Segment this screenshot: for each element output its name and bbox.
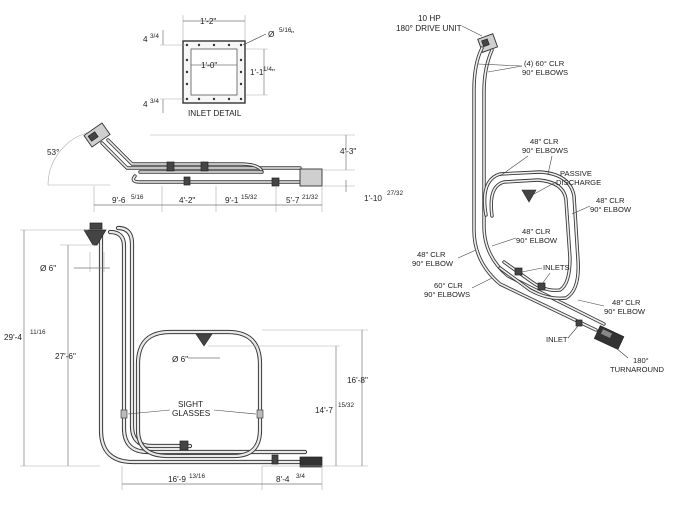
side-dim-c-frac: 15/32	[241, 194, 257, 201]
inlet-bolt-holes	[185, 43, 243, 101]
side-dim-d-frac: 21/32	[302, 194, 318, 201]
iso-elbow48-right-label-2: 90° ELBOW	[590, 205, 632, 214]
iso-elbow48-lower-right-label-1: 48" CLR	[612, 298, 641, 307]
front-inlet-hopper	[83, 229, 107, 246]
front-loop-discharge	[195, 333, 213, 347]
iso-drive-label-1: 10 HP	[418, 14, 441, 23]
inlet-left-bottom-frac: 3/4	[150, 98, 159, 105]
iso-elbows60-lower-label-1: 60° CLR	[434, 281, 463, 290]
side-view: 53° 4'-3" 1'-10 27/32	[47, 122, 403, 212]
iso-inlet-fitting-2	[537, 282, 546, 291]
side-turnaround	[299, 168, 323, 187]
sight-glass-right	[256, 409, 264, 419]
iso-passive-discharge	[521, 189, 537, 203]
iso-elbow48-lower-right-label-2: 90° ELBOW	[604, 307, 646, 316]
iso-elbow48-left-label-1: 48" CLR	[417, 250, 446, 259]
front-view: 29'-4 11/16 27'-6" Ø 6" Ø 6" 16'-8" 14'-…	[4, 222, 368, 490]
inlet-hole-dia: Ø	[268, 30, 275, 39]
inlet-left-bottom: 4	[143, 100, 148, 109]
inlet-opening	[190, 48, 238, 96]
side-dim-b: 4'-2"	[179, 196, 195, 205]
iso-inlet-fitting-3	[575, 319, 583, 327]
side-drop: 1'-10	[364, 194, 382, 203]
iso-turnaround-label-1: 180°	[633, 356, 649, 365]
inlet-detail: 1'-2" 1'-0" 1'-1 1/4 " 4 3/4 4 3/4 Ø 5/1…	[143, 15, 294, 118]
iso-drive-label-2: 180° DRIVE UNIT	[396, 24, 462, 33]
sight-glass-left	[120, 409, 128, 419]
front-bottom-width-b: 8'-4	[276, 475, 290, 484]
inlet-detail-title: INLET DETAIL	[188, 109, 242, 118]
front-pipe-dia-loop: Ø 6"	[172, 355, 188, 364]
iso-elbow48-mid-label-2: 90° ELBOW	[516, 236, 558, 245]
sight-glasses-label-2: GLASSES	[172, 409, 211, 418]
inlet-left-top: 4	[143, 35, 148, 44]
iso-elbows60-label-1: (4) 60° CLR	[524, 59, 565, 68]
iso-elbows60-label-2: 90° ELBOWS	[522, 68, 568, 77]
inlet-height-right-frac: 1/4	[263, 66, 272, 73]
front-loop-height-outer: 16'-8"	[347, 376, 368, 385]
front-turnaround	[299, 456, 323, 468]
inlet-height-right-unit: "	[272, 68, 275, 77]
iso-elbows60-lower-label-2: 90° ELBOWS	[424, 290, 470, 299]
inlet-height-right: 1'-1	[250, 68, 264, 77]
iso-passive-label-2: DISCHARGE	[556, 178, 601, 187]
side-height: 4'-3"	[340, 147, 356, 156]
iso-inlet-label: INLET	[546, 335, 568, 344]
inlet-hole-unit: "	[291, 30, 294, 39]
inlet-width-outer: 1'-2"	[200, 17, 216, 26]
side-dim-c: 9'-1	[225, 196, 239, 205]
side-dim-a: 9'-6	[112, 196, 126, 205]
inlet-hole-frac: 5/16	[279, 27, 292, 34]
side-dim-a-frac: 5/16	[131, 194, 144, 201]
iso-elbow48-mid-label-1: 48" CLR	[522, 227, 551, 236]
iso-turnaround-label-2: TURNAROUND	[610, 365, 665, 374]
front-loop	[135, 329, 263, 459]
side-drop-frac: 27/32	[387, 190, 403, 197]
front-overall-height-frac: 11/16	[30, 329, 46, 336]
iso-inlets-label: INLETS	[543, 263, 570, 272]
sight-glasses-label-1: SIGHT	[178, 400, 203, 409]
side-dim-d: 5'-7	[286, 196, 300, 205]
front-loop-height-inner: 14'-7	[315, 406, 333, 415]
iso-view: 10 HP 180° DRIVE UNIT (4) 60° CLR 90° EL…	[396, 14, 665, 374]
front-loop-height-inner-frac: 15/32	[338, 402, 354, 409]
iso-elbow48-right-label-1: 48" CLR	[596, 196, 625, 205]
front-pipe-dia-left: Ø 6"	[40, 264, 56, 273]
front-inner-height: 27'-6"	[55, 352, 76, 361]
iso-passive-label-1: PASSIVE	[560, 169, 592, 178]
front-overall-height: 29'-4	[4, 333, 22, 342]
front-bottom-width-b-frac: 3/4	[296, 473, 305, 480]
inlet-width-inner: 1'-0"	[201, 61, 217, 70]
iso-elbows48-top-label-2: 90° ELBOWS	[522, 146, 568, 155]
iso-elbows48-top-label-1: 48" CLR	[530, 137, 559, 146]
inlet-left-top-frac: 3/4	[150, 33, 159, 40]
front-bottom-width-a: 16'-9	[168, 475, 186, 484]
front-bottom-width-a-frac: 13/16	[189, 473, 205, 480]
iso-inlet-fitting-1	[514, 267, 523, 276]
iso-elbow48-left-label-2: 90° ELBOW	[412, 259, 454, 268]
side-angle: 53°	[47, 148, 59, 157]
